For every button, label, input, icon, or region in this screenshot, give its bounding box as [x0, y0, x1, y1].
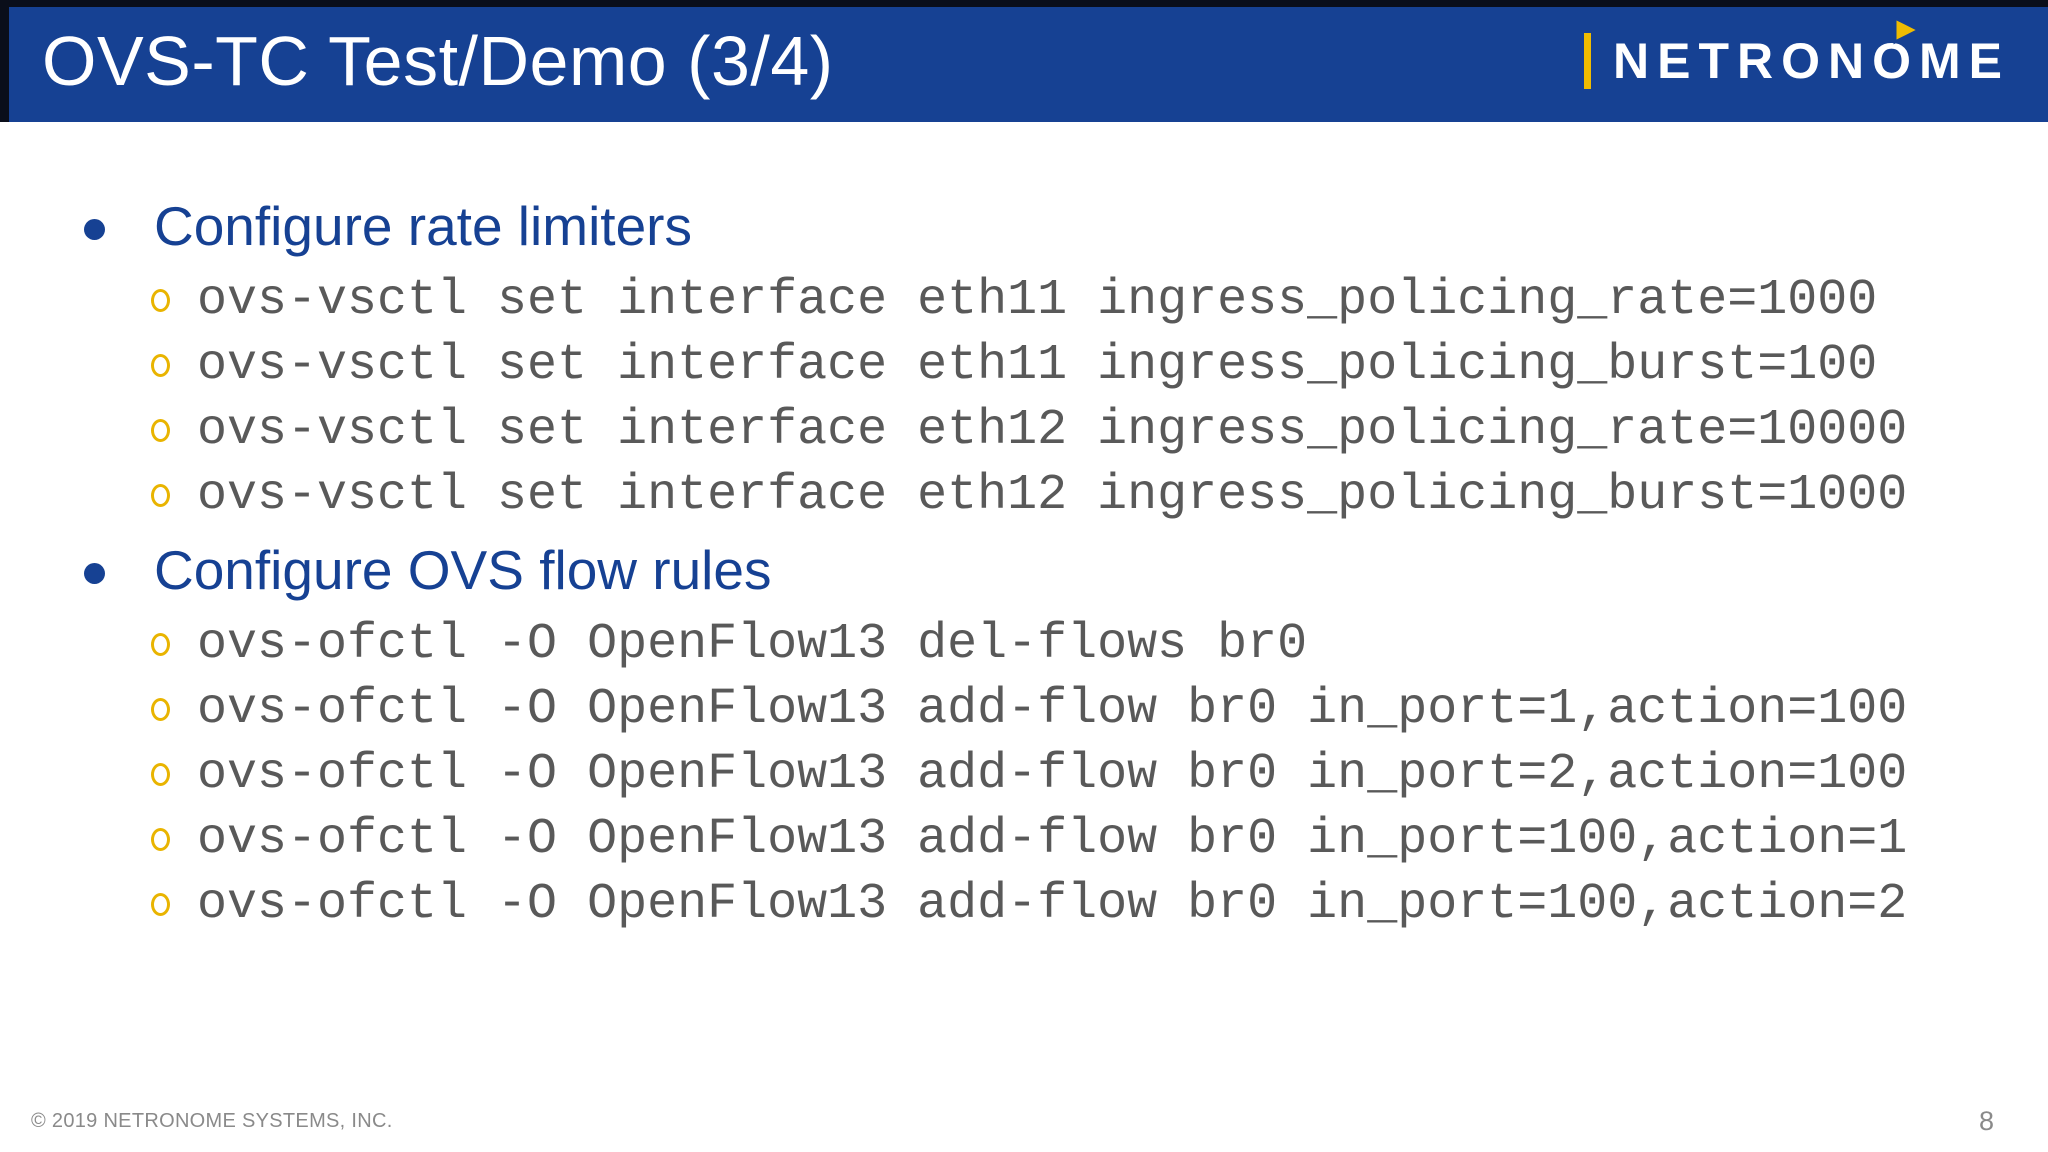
command-line: ovs-vsctl set interface eth12 ingress_po…	[0, 463, 2048, 528]
command-line: ovs-vsctl set interface eth12 ingress_po…	[0, 398, 2048, 463]
command-line: ovs-ofctl -O OpenFlow13 add-flow br0 in_…	[0, 807, 2048, 872]
dot-bullet-icon	[84, 218, 105, 240]
command-text: ovs-ofctl -O OpenFlow13 del-flows br0	[197, 616, 1308, 673]
copyright-text: © 2019 NETRONOME SYSTEMS, INC.	[31, 1109, 393, 1132]
slide-left-edge	[0, 0, 9, 122]
command-text: ovs-ofctl -O OpenFlow13 add-flow br0 in_…	[197, 681, 1908, 738]
logo-text-post: ME	[1919, 33, 2010, 89]
slide-body: Configure rate limiters ovs-vsctl set in…	[0, 122, 2048, 937]
slide-footer: © 2019 NETRONOME SYSTEMS, INC. 8	[0, 1090, 2048, 1152]
heading-text: Configure rate limiters	[154, 195, 692, 257]
bullet-heading-rate-limiters: Configure rate limiters	[0, 184, 2048, 268]
circle-bullet-icon	[151, 354, 170, 377]
circle-bullet-icon	[151, 698, 170, 721]
command-line: ovs-ofctl -O OpenFlow13 del-flows br0	[0, 612, 2048, 677]
command-text: ovs-ofctl -O OpenFlow13 add-flow br0 in_…	[197, 811, 1908, 868]
command-line: ovs-ofctl -O OpenFlow13 add-flow br0 in_…	[0, 742, 2048, 807]
command-line: ovs-ofctl -O OpenFlow13 add-flow br0 in_…	[0, 872, 2048, 937]
command-text: ovs-vsctl set interface eth11 ingress_po…	[197, 272, 1878, 329]
command-text: ovs-ofctl -O OpenFlow13 add-flow br0 in_…	[197, 746, 1908, 803]
dot-bullet-icon	[84, 562, 105, 584]
circle-bullet-icon	[151, 289, 170, 312]
bullet-heading-flow-rules: Configure OVS flow rules	[0, 528, 2048, 612]
play-triangle-icon	[1893, 15, 1922, 45]
circle-bullet-icon	[151, 763, 170, 786]
page-number: 8	[1978, 1105, 1994, 1136]
circle-bullet-icon	[151, 893, 170, 916]
circle-bullet-icon	[151, 419, 170, 442]
logo-accent-bar-icon	[1583, 33, 1591, 89]
command-line: ovs-vsctl set interface eth11 ingress_po…	[0, 268, 2048, 333]
circle-bullet-icon	[151, 633, 170, 656]
circle-bullet-icon	[151, 484, 170, 507]
command-text: ovs-vsctl set interface eth12 ingress_po…	[197, 467, 1908, 524]
logo-text-pre: NETRON	[1612, 33, 1873, 89]
circle-bullet-icon	[151, 828, 170, 851]
heading-text: Configure OVS flow rules	[154, 539, 772, 601]
command-line: ovs-vsctl set interface eth11 ingress_po…	[0, 333, 2048, 398]
command-text: ovs-vsctl set interface eth11 ingress_po…	[197, 337, 1878, 394]
slide-top-edge	[0, 0, 2048, 7]
slide-title: OVS-TC Test/Demo (3/4)	[42, 22, 834, 100]
command-line: ovs-ofctl -O OpenFlow13 add-flow br0 in_…	[0, 677, 2048, 742]
logo-stylized-o: O	[1872, 15, 1922, 90]
command-text: ovs-vsctl set interface eth12 ingress_po…	[197, 402, 1908, 459]
command-text: ovs-ofctl -O OpenFlow13 add-flow br0 in_…	[197, 876, 1908, 933]
logo-o-letter: O	[1872, 33, 1919, 89]
